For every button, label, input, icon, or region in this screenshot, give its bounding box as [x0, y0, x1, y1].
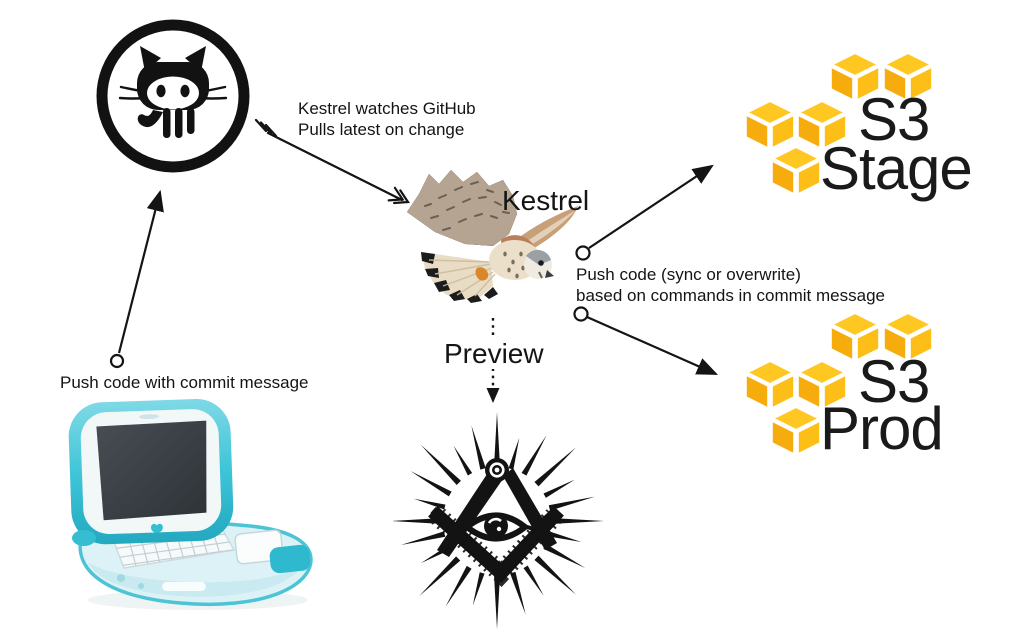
- masonic-eye-icon: [393, 412, 604, 629]
- github-logo: [93, 16, 253, 176]
- preview-symbol: [393, 406, 615, 634]
- annotation-commit-line1: Push code with commit message: [60, 373, 309, 392]
- connector-kestrel-to-stage: [575, 164, 714, 261]
- s3-stage-node: S3 Stage: [740, 38, 1024, 203]
- connector-laptop-to-github: [109, 189, 164, 369]
- laptop-image: [58, 392, 320, 614]
- preview-label: Preview: [440, 339, 548, 369]
- s3-prod-service-label: S3: [858, 348, 930, 415]
- s3-prod-node: S3 Prod: [740, 304, 1024, 469]
- connector-kestrel-to-prod: [573, 306, 719, 376]
- kestrel-label: Kestrel: [502, 185, 590, 216]
- s3-prod-env-label: Prod: [820, 395, 944, 462]
- annotation-watch: Kestrel watches GitHub Pulls latest on c…: [298, 98, 476, 140]
- s3-stage-service-label: S3: [858, 86, 930, 153]
- kestrel-image: [405, 168, 580, 313]
- s3-stage-env-label: Stage: [820, 135, 973, 202]
- annotation-push: Push code (sync or overwrite) based on c…: [576, 264, 885, 306]
- ibook-laptop-icon: [68, 398, 313, 610]
- github-octocat-icon: [96, 19, 250, 173]
- kestrel-bird-icon: [407, 170, 578, 303]
- annotation-watch-line2: Pulls latest on change: [298, 120, 465, 139]
- annotation-commit: Push code with commit message: [60, 372, 309, 393]
- annotation-push-line1: Push code (sync or overwrite): [576, 265, 801, 284]
- annotation-push-line2: based on commands in commit message: [576, 286, 885, 305]
- annotation-watch-line1: Kestrel watches GitHub: [298, 99, 476, 118]
